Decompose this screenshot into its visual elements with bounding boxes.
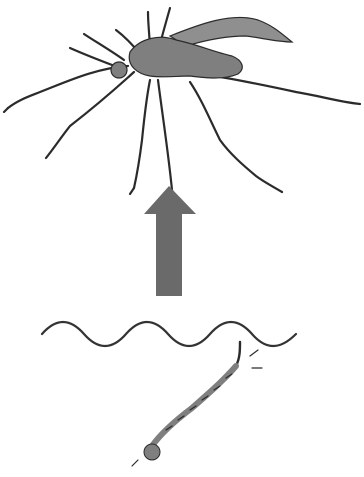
right-rear-leg: [190, 82, 282, 192]
larva-head: [144, 444, 160, 460]
front-left-leg: [8, 66, 128, 108]
arrow-head: [144, 186, 196, 214]
larva-siphon: [236, 342, 240, 366]
far-right-leg: [214, 76, 360, 104]
arrow-shaft: [156, 214, 182, 296]
arrow-up-icon: [144, 186, 196, 296]
center-front-leg: [134, 80, 150, 188]
larva-body: [152, 366, 236, 446]
mosquito-body: [129, 37, 242, 78]
leg-tip: [130, 188, 134, 194]
adult-mosquito-icon: [4, 8, 360, 214]
mosquito-head: [111, 62, 127, 78]
mosquito-larva-icon: [132, 342, 262, 466]
mosquito-wing: [170, 17, 292, 46]
leg-tip: [4, 108, 8, 112]
water-surface-wave: [42, 322, 296, 346]
